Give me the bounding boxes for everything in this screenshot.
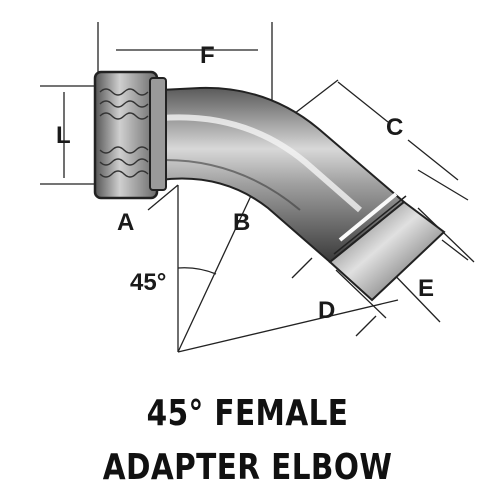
spigot-band	[338, 192, 398, 242]
caption-title-line-2: ADAPTER ELBOW	[102, 447, 393, 488]
c-dimension-line-1	[337, 81, 389, 123]
caption-title-line-1: 45° FEMALE	[146, 393, 349, 434]
label-f: F	[200, 42, 215, 69]
radius-line-2	[177, 299, 399, 353]
hub-collar	[149, 77, 167, 191]
label-angle: 45°	[130, 269, 166, 296]
threaded-hub	[93, 70, 167, 200]
pipe-highlight	[161, 114, 362, 213]
label-b: B	[233, 209, 250, 236]
pipe-shadow-line	[164, 159, 301, 211]
label-e: E	[418, 275, 434, 302]
d-extension-1	[291, 257, 313, 279]
label-c: C	[386, 114, 403, 141]
label-a: A	[117, 209, 134, 236]
label-d: D	[318, 297, 335, 324]
e-extension-1	[417, 207, 475, 263]
label-l: L	[56, 122, 71, 149]
d-dimension-line	[335, 269, 387, 319]
hub-threads	[99, 88, 149, 178]
pipe-spigot-end	[328, 200, 446, 302]
a-leader	[147, 184, 179, 211]
elbow-pipe	[159, 86, 446, 302]
spigot-seam	[333, 195, 407, 255]
angle-arc	[177, 267, 217, 275]
d-extension-2	[355, 315, 377, 337]
c-dimension-line-2	[407, 139, 459, 181]
c-extension-2	[417, 169, 469, 201]
e-dimension-line	[441, 239, 469, 261]
